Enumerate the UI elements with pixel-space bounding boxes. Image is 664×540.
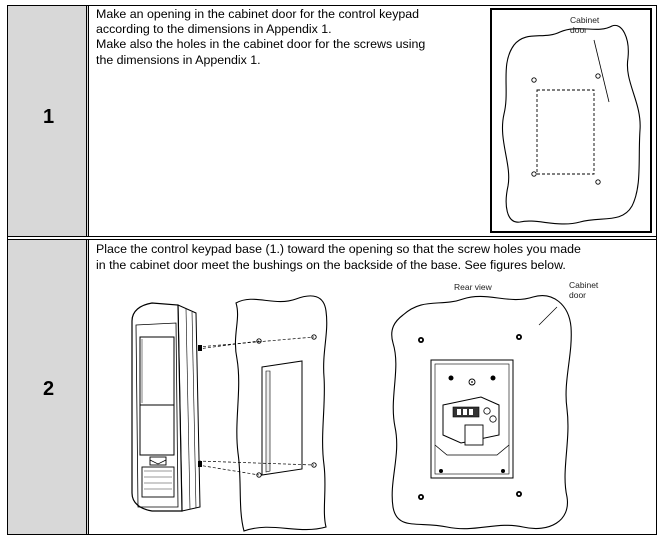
cabinet-door-label: Cabinet [570,15,600,25]
step-number: 2 [42,378,55,400]
cabinet-door-opening-figure: Cabinet door [490,8,652,233]
step-row-2: 2 Place the control keypad base (1.) tow… [8,239,656,534]
keypad-mounting-perspective-figure [126,285,351,535]
instruction-text-line: Make also the holes in the cabinet door … [96,37,426,51]
instruction-text-line: according to the dimensions in Appendix … [96,22,332,36]
step-content-cell-2: Place the control keypad base (1.) towar… [91,240,656,534]
cable-plug [464,424,484,446]
label-leader-line [593,39,610,103]
keypad-button [149,456,167,466]
bushing-icon [501,469,505,473]
step-content-cell-1: Make an opening in the cabinet door for … [91,6,656,236]
bushing-icon [439,469,443,473]
door-cutout [261,360,303,476]
screw-hole-icon [595,73,601,79]
label-leader-line [538,306,558,326]
step-row-1: 1 Make an opening in the cabinet door fo… [8,6,656,237]
rear-view-label: Rear view [454,282,492,292]
keypad-opening-outline [536,89,595,175]
mounting-bushing [198,461,202,467]
keypad-display-lower [139,404,175,456]
alignment-line [197,336,315,348]
keypad-button-area [141,466,175,498]
keypad-mounting-drawing [131,295,328,532]
cabinet-door-label: Cabinet [569,280,599,290]
screw-hole-icon [595,179,601,185]
rear-view-drawing [391,295,572,530]
mounting-bushing [198,345,202,351]
bushing-icon [490,375,496,381]
cabinet-door-drawing [501,24,641,225]
instruction-text-line: in the cabinet door meet the bushings on… [96,258,566,272]
instruction-text-line: Make an opening in the cabinet door for … [96,7,420,21]
cabinet-door-label: door [569,290,587,300]
step-number-cell-2: 2 [8,240,89,534]
keypad-display [139,336,175,406]
alignment-line [197,464,260,476]
instruction-table: 1 Make an opening in the cabinet door fo… [7,5,657,535]
instruction-text-line: the dimensions in Appendix 1. [96,53,261,67]
screw-hole-icon [531,77,537,83]
instruction-text-line: Place the control keypad base (1.) towar… [96,242,581,256]
cabinet-door-outline [501,24,641,225]
bushing-icon [448,375,454,381]
alignment-line [197,340,260,350]
rear-view-figure: Rear view Cabinet door [381,281,598,535]
cutout-edge [265,370,271,473]
step-number-cell-1: 1 [8,6,89,236]
step-number: 1 [42,106,55,128]
cabinet-door-label: door [570,25,588,35]
screw-hole-icon [531,171,537,177]
alignment-line [197,460,315,466]
